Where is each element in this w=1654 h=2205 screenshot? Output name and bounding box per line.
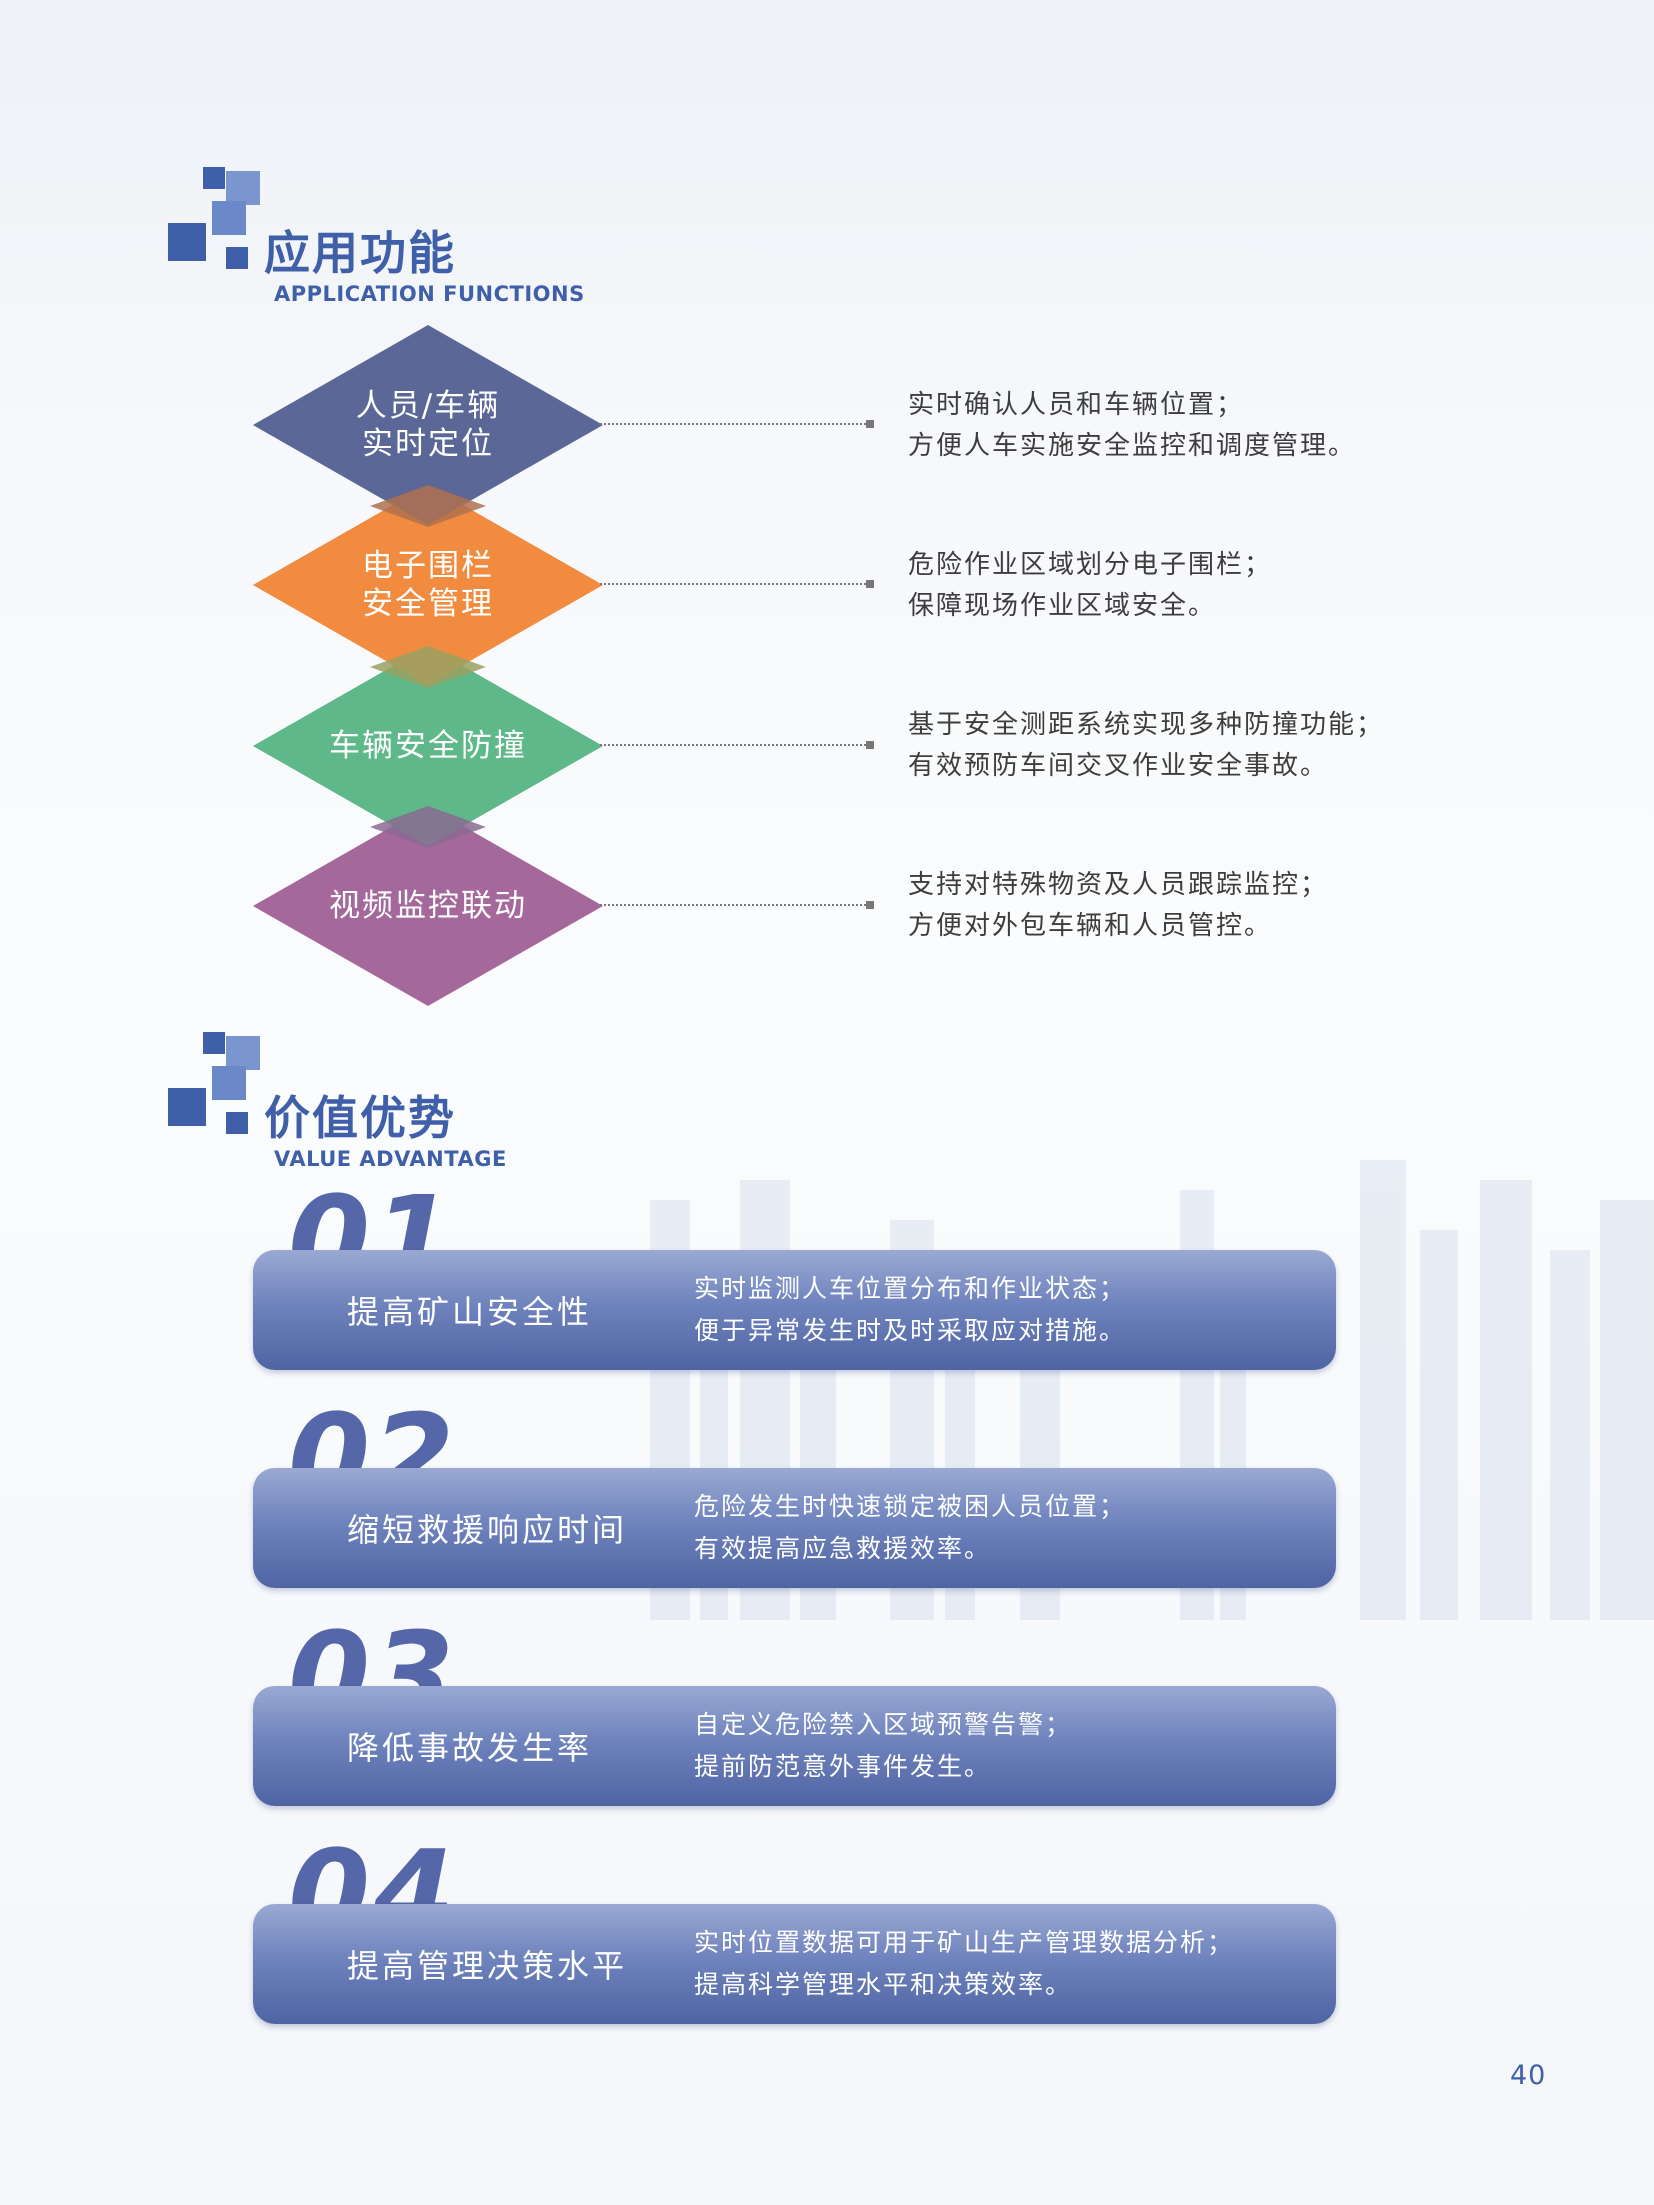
- squares-logo-icon: [168, 167, 278, 277]
- value-title: 价值优势: [264, 1091, 456, 1145]
- description-line: 提前防范意外事件发生。: [694, 1752, 992, 1781]
- description-line: 基于安全测距系统实现多种防撞功能；: [908, 710, 1385, 740]
- connector-line-2: [600, 580, 874, 588]
- function-label-line-1: 人员/车辆: [355, 388, 501, 424]
- value-number-4: 04: [288, 1834, 457, 1906]
- function-label: 车辆安全防撞: [329, 728, 527, 764]
- description-line: 危险发生时快速锁定被困人员位置；: [694, 1492, 1127, 1521]
- function-label-line-2: 安全管理: [362, 586, 494, 622]
- value-card-title: 提高管理决策水平: [347, 1947, 628, 1985]
- value-card-title: 提高矿山安全性: [347, 1293, 593, 1331]
- description-line: 便于异常发生时及时采取应对措施。: [694, 1316, 1127, 1345]
- function-diamond-2: 电子围栏 安全管理: [253, 485, 603, 685]
- description-line: 有效预防车间交叉作业安全事故。: [908, 751, 1329, 781]
- description-line: 支持对特殊物资及人员跟踪监控；: [908, 870, 1329, 900]
- value-card-description: 实时位置数据可用于矿山生产管理数据分析； 提高科学管理水平和决策效率。: [694, 1922, 1314, 2006]
- description-line: 自定义危险禁入区域预警告警；: [694, 1710, 1073, 1739]
- description-line: 保障现场作业区域安全。: [908, 591, 1217, 621]
- value-number-3: 03: [288, 1616, 457, 1688]
- function-label-line-1: 电子围栏: [362, 548, 494, 584]
- functions-title: 应用功能: [264, 226, 456, 280]
- description-line: 实时确认人员和车辆位置；: [908, 390, 1245, 420]
- function-diamond-3: 车辆安全防撞: [253, 646, 603, 846]
- squares-logo-icon: [168, 1032, 278, 1142]
- description-line: 有效提高应急救援效率。: [694, 1534, 992, 1563]
- description-line: 危险作业区域划分电子围栏；: [908, 550, 1273, 580]
- connector-line-4: [600, 901, 874, 909]
- description-line: 实时监测人车位置分布和作业状态；: [694, 1274, 1127, 1303]
- value-card-description: 自定义危险禁入区域预警告警； 提前防范意外事件发生。: [694, 1704, 1314, 1788]
- value-card-3: 降低事故发生率 自定义危险禁入区域预警告警； 提前防范意外事件发生。: [253, 1686, 1336, 1806]
- function-description-2: 危险作业区域划分电子围栏； 保障现场作业区域安全。: [908, 545, 1428, 627]
- connector-line-3: [600, 741, 874, 749]
- diamond-shape: [253, 646, 603, 846]
- diamond-overlap-2: [370, 646, 486, 688]
- diamond-shape: [253, 325, 603, 525]
- value-card-title: 缩短救援响应时间: [347, 1511, 628, 1549]
- value-card-2: 缩短救援响应时间 危险发生时快速锁定被困人员位置； 有效提高应急救援效率。: [253, 1468, 1336, 1588]
- value-number-1: 01: [288, 1180, 457, 1252]
- description-line: 方便对外包车辆和人员管控。: [908, 911, 1273, 941]
- function-description-1: 实时确认人员和车辆位置； 方便人车实施安全监控和调度管理。: [908, 385, 1428, 467]
- value-card-1: 提高矿山安全性 实时监测人车位置分布和作业状态； 便于异常发生时及时采取应对措施…: [253, 1250, 1336, 1370]
- function-description-3: 基于安全测距系统实现多种防撞功能； 有效预防车间交叉作业安全事故。: [908, 705, 1428, 787]
- function-diamond-1: 人员/车辆 实时定位: [253, 325, 603, 525]
- diamond-shape: [253, 806, 603, 1006]
- page-number: 40: [1510, 2060, 1547, 2091]
- value-card-4: 提高管理决策水平 实时位置数据可用于矿山生产管理数据分析； 提高科学管理水平和决…: [253, 1904, 1336, 2024]
- value-number-2: 02: [288, 1398, 457, 1470]
- value-card-title: 降低事故发生率: [347, 1729, 593, 1767]
- description-line: 实时位置数据可用于矿山生产管理数据分析；: [694, 1928, 1235, 1957]
- functions-subtitle: APPLICATION FUNCTIONS: [274, 282, 585, 306]
- function-label-line-2: 实时定位: [362, 426, 494, 462]
- function-description-4: 支持对特殊物资及人员跟踪监控； 方便对外包车辆和人员管控。: [908, 865, 1428, 947]
- diamond-shape: [253, 485, 603, 685]
- diamond-overlap-1: [370, 485, 486, 527]
- connector-line-1: [600, 420, 874, 428]
- function-label: 视频监控联动: [329, 888, 527, 924]
- description-line: 提高科学管理水平和决策效率。: [694, 1970, 1073, 1999]
- value-card-description: 危险发生时快速锁定被困人员位置； 有效提高应急救援效率。: [694, 1486, 1314, 1570]
- function-diamond-4: 视频监控联动: [253, 806, 603, 1006]
- value-subtitle: VALUE ADVANTAGE: [274, 1147, 507, 1171]
- diamond-overlap-3: [370, 806, 486, 848]
- value-card-description: 实时监测人车位置分布和作业状态； 便于异常发生时及时采取应对措施。: [694, 1268, 1314, 1352]
- description-line: 方便人车实施安全监控和调度管理。: [908, 431, 1357, 461]
